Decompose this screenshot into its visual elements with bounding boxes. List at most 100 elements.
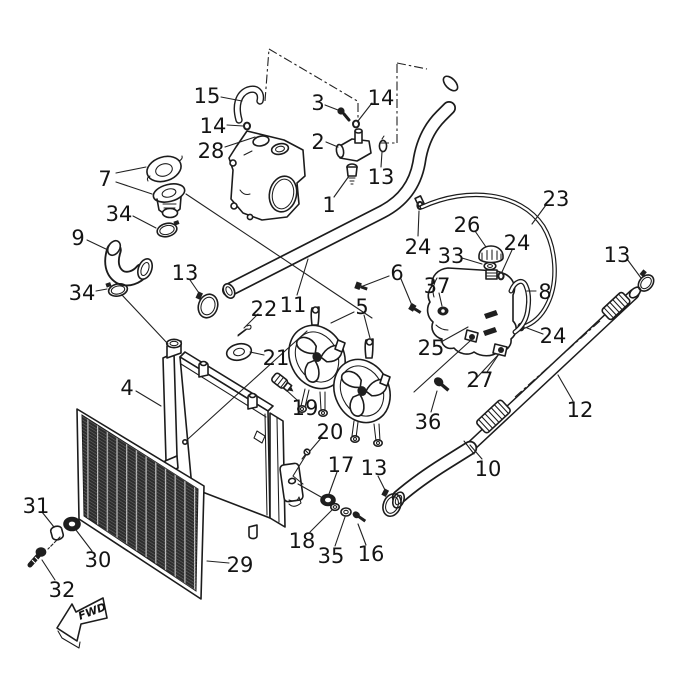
upper-radiator-pipe <box>222 75 459 299</box>
callout-11: 11 <box>280 293 307 317</box>
grommet-30 <box>63 516 81 532</box>
tank-mount-tab-right <box>492 343 508 357</box>
corrugated-section-upper <box>601 291 631 321</box>
callout-16: 16 <box>358 542 385 566</box>
clamp-34-upper <box>156 220 180 238</box>
callout-27: 27 <box>467 368 494 392</box>
callout-36: 36 <box>415 410 442 434</box>
radiator <box>162 338 304 540</box>
callout-35: 35 <box>318 544 345 568</box>
temp-sensor-1 <box>346 163 358 185</box>
cotter-pin-22 <box>237 324 252 337</box>
face-slot <box>253 430 266 444</box>
callout-32: 32 <box>49 578 76 602</box>
cooling-fan-right <box>333 338 391 447</box>
callout-21: 21 <box>263 346 290 370</box>
callout-13b: 13 <box>172 261 199 285</box>
callout-19: 19 <box>292 396 319 420</box>
collar-31 <box>49 525 64 541</box>
callouts: 15 14 28 3 14 2 13 1 7 34 9 34 13 22 11 … <box>23 84 631 602</box>
radiator-cap <box>146 155 183 183</box>
callout-34b: 34 <box>69 281 96 305</box>
callout-24c: 24 <box>540 324 567 348</box>
callout-24a: 24 <box>405 235 432 259</box>
callout-20: 20 <box>317 420 344 444</box>
tank-gasket-33 <box>483 261 497 271</box>
callout-22: 22 <box>251 297 278 321</box>
cooling-fan-left <box>288 306 346 417</box>
filler-neck <box>165 338 183 359</box>
clamp-34-lower <box>105 282 129 297</box>
callout-1: 1 <box>322 193 335 217</box>
fan-bolt-a <box>354 281 368 291</box>
callout-4: 4 <box>120 376 133 400</box>
washer-18 <box>329 502 340 512</box>
bolt-16 <box>352 511 367 523</box>
breather-pipe-8 <box>508 278 532 335</box>
clamp-13-joint <box>378 135 388 153</box>
clamp-13-pipe-end <box>637 269 655 292</box>
washer-21 <box>225 342 253 362</box>
callout-25: 25 <box>418 336 445 360</box>
elbow-hose-9 <box>104 239 153 287</box>
water-joint-2 <box>335 128 372 162</box>
callout-6: 6 <box>390 261 403 285</box>
washer-35 <box>340 507 352 517</box>
callout-33: 33 <box>438 244 465 268</box>
clamp-24-neck <box>497 271 505 281</box>
callout-37: 37 <box>424 274 451 298</box>
clamp-13-left <box>195 291 219 319</box>
grommet-17 <box>320 493 336 507</box>
callout-3: 3 <box>311 91 324 115</box>
callout-2: 2 <box>311 130 324 154</box>
tank-cap-26 <box>478 245 504 264</box>
callout-23: 23 <box>543 187 570 211</box>
callout-24b: 24 <box>504 231 531 255</box>
thermostat-housing <box>228 130 306 221</box>
mount-pin-top-right <box>247 392 258 410</box>
reservoir-tank <box>426 245 532 357</box>
lower-hose-and-pipe <box>391 286 642 509</box>
bolt-32 <box>27 547 47 568</box>
callout-31: 31 <box>23 494 50 518</box>
bolt-36 <box>433 377 450 392</box>
callout-7: 7 <box>98 167 111 191</box>
callout-13d: 13 <box>361 456 388 480</box>
screw-20 <box>301 448 311 460</box>
callout-29: 29 <box>227 553 254 577</box>
callout-30: 30 <box>85 548 112 572</box>
callout-17: 17 <box>328 453 355 477</box>
callout-34a: 34 <box>106 202 133 226</box>
callout-18: 18 <box>289 529 316 553</box>
side-bracket <box>279 462 304 507</box>
callout-14b: 14 <box>368 86 395 110</box>
callout-13a: 13 <box>368 165 395 189</box>
callout-14a: 14 <box>200 114 227 138</box>
callout-10: 10 <box>475 457 502 481</box>
construction-lines <box>121 48 500 498</box>
callout-8: 8 <box>538 280 551 304</box>
tank-neck <box>485 269 498 280</box>
thermo-sensor-19 <box>271 372 294 392</box>
grille-screen <box>76 408 205 600</box>
fwd-arrow: FWD <box>56 597 108 649</box>
mount-pin-bottom <box>248 524 258 540</box>
callout-9: 9 <box>71 226 84 250</box>
thermostat <box>152 183 186 219</box>
mount-pin-top-left <box>198 360 209 378</box>
callout-28: 28 <box>198 139 225 163</box>
callout-13c: 13 <box>604 243 631 267</box>
clamp-14-left <box>243 121 251 131</box>
corrugated-section-lower <box>476 399 511 434</box>
callout-5: 5 <box>355 295 368 319</box>
flange-nut-37 <box>437 306 449 316</box>
bolt-3 <box>337 107 351 122</box>
assembly-axis-dash <box>47 536 61 550</box>
bypass-hose-15 <box>233 85 265 124</box>
clamp-14-right <box>352 119 360 129</box>
callout-15: 15 <box>194 84 221 108</box>
tank-mount-tab-left <box>464 329 479 343</box>
callout-26: 26 <box>454 213 481 237</box>
leader-lines <box>41 96 642 581</box>
